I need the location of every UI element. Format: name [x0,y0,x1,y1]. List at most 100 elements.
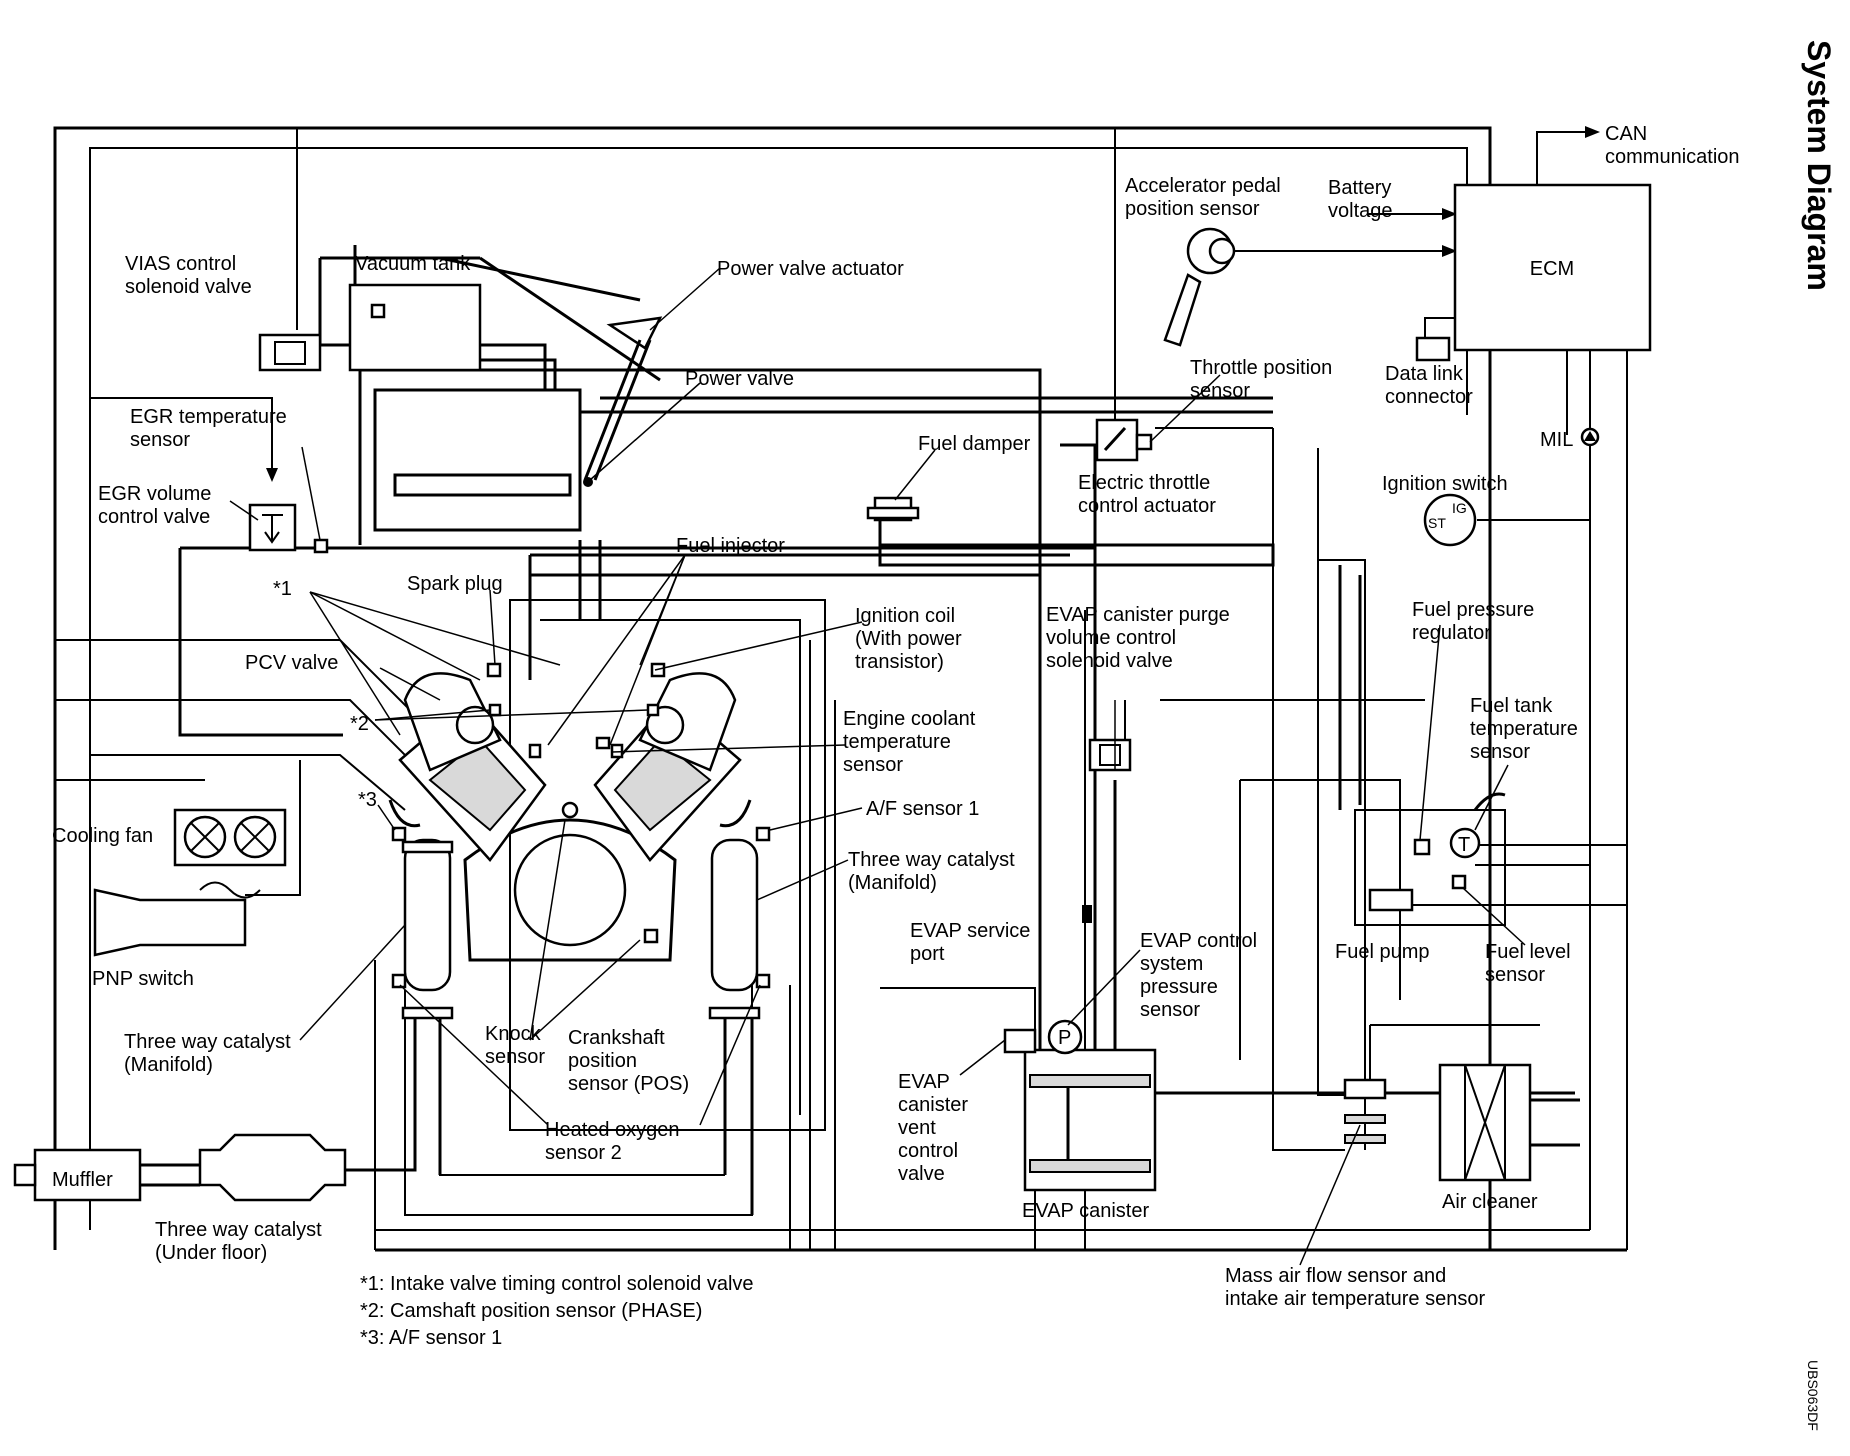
maf-sensor-base [1344,1114,1386,1124]
wire-o2-loop [404,985,753,1216]
label-line: Fuel level [1485,941,1571,963]
leader-star3 [377,804,396,831]
label-ignition-switch: Ignition switch [1382,473,1508,495]
accelerator-pedal [1163,227,1236,347]
label-line: Battery [1328,177,1391,199]
power-valve-rod-2 [593,339,652,481]
ignition-switch-icon [1423,493,1477,547]
label-cooling-fan: Cooling fan [52,825,153,847]
label-spark-plug: Spark plug [407,573,503,595]
fuel-level-sensor-icon [1451,874,1467,890]
fuel-line-2 [878,543,1275,567]
egr [248,503,329,554]
label-line: sensor [130,429,190,451]
label-line: sensor [485,1046,545,1068]
fuel-line-1 [878,520,1273,547]
wiring-harness [53,126,1628,1252]
wire-pnp [245,760,301,896]
label-line: control actuator [1078,495,1216,517]
label-line: PCV valve [245,652,338,674]
leader-evap-pressure [1067,949,1141,1026]
label-line: Engine coolant [843,708,976,730]
evap-purge-line [1093,780,1117,1050]
label-line: Fuel tank [1470,695,1553,717]
exhaust-left [388,799,421,828]
catalyst-left-flange [401,840,454,854]
label-line: *3 [358,789,377,811]
label-line: EVAP canister purge [1046,604,1230,626]
throttle-sensor-icon [1135,433,1153,451]
leader-knock [529,819,566,1041]
label-air-cleaner: Air cleaner [1442,1191,1538,1213]
label-line: Muffler [52,1169,113,1191]
label-line: sensor 2 [545,1142,622,1164]
maf-sensor-base-2 [1344,1134,1386,1144]
label-line: (Under floor) [155,1242,267,1264]
vacuum-port [370,303,386,319]
label-line: vent [898,1117,936,1139]
leader-o2-left [399,984,549,1126]
leader-star2-b [374,709,649,721]
label-line: connector [1385,386,1473,408]
label-power-valve-actuator: Power valve actuator [717,258,904,280]
fuel-damper-base [866,506,920,520]
vacuum-pipe-actuator [479,256,661,382]
leader-maf [1299,1124,1361,1266]
arrow-can [1585,126,1600,138]
fuel-tank-outline [1354,809,1506,926]
leader-ignition-coil [654,621,863,671]
label-line: port [910,943,945,965]
arrow-battery [1442,208,1457,220]
label-twc-manifold-right: Three way catalyst(Manifold) [848,849,1015,894]
label-line: solenoid valve [125,276,252,298]
ecm-label: ECM [1530,258,1574,280]
label-line: Air cleaner [1442,1191,1538,1213]
air-cleaner-inlet [1530,1098,1580,1147]
label-line: Three way catalyst [124,1031,291,1053]
accel-pedal-icon [1163,273,1202,347]
engine-box-inner [540,619,801,1115]
catalyst-right-icon [710,838,759,992]
power-valve-actuator-icon [606,316,663,350]
label-line: system [1140,953,1203,975]
leader-evap-vent [959,1039,1006,1076]
evap-purge-inner [1099,744,1121,766]
data-link-connector-icon [1415,336,1451,362]
coolant-sensor-icon [595,736,611,750]
label-line: Fuel damper [918,433,1031,455]
leader-star1-b [309,591,481,681]
leader-crank [529,939,641,1041]
af-sensor-right-icon [755,826,771,842]
leader-egr-volume [229,500,259,521]
label-evap-canister: EVAP canister [1022,1200,1149,1222]
footnotes: *1: Intake valve timing control solenoid… [360,1273,754,1349]
label-line: Heated oxygen [545,1119,680,1141]
cam-sensor-left-icon [488,703,502,717]
leader-twc-right [756,859,849,901]
fuel-tank-temp-t: T [1458,834,1470,856]
arrow-egr [266,468,278,482]
ecm-module: ECM [1415,183,1652,362]
label-line: valve [898,1163,945,1185]
evap-canister-filter-bottom [1029,1159,1151,1173]
ecm-box [1453,183,1652,352]
exhaust-system [13,826,771,1215]
vias-inner [274,341,306,365]
label-line: EGR volume [98,483,211,505]
af-sensor-left-icon [391,826,407,842]
label-line: A/F sensor 1 [866,798,979,820]
figure-code: UBS063DF [1805,1360,1821,1431]
label-power-valve: Power valve [685,368,794,390]
label-line: voltage [1328,200,1393,222]
o2-sensor-right-icon [755,973,771,989]
